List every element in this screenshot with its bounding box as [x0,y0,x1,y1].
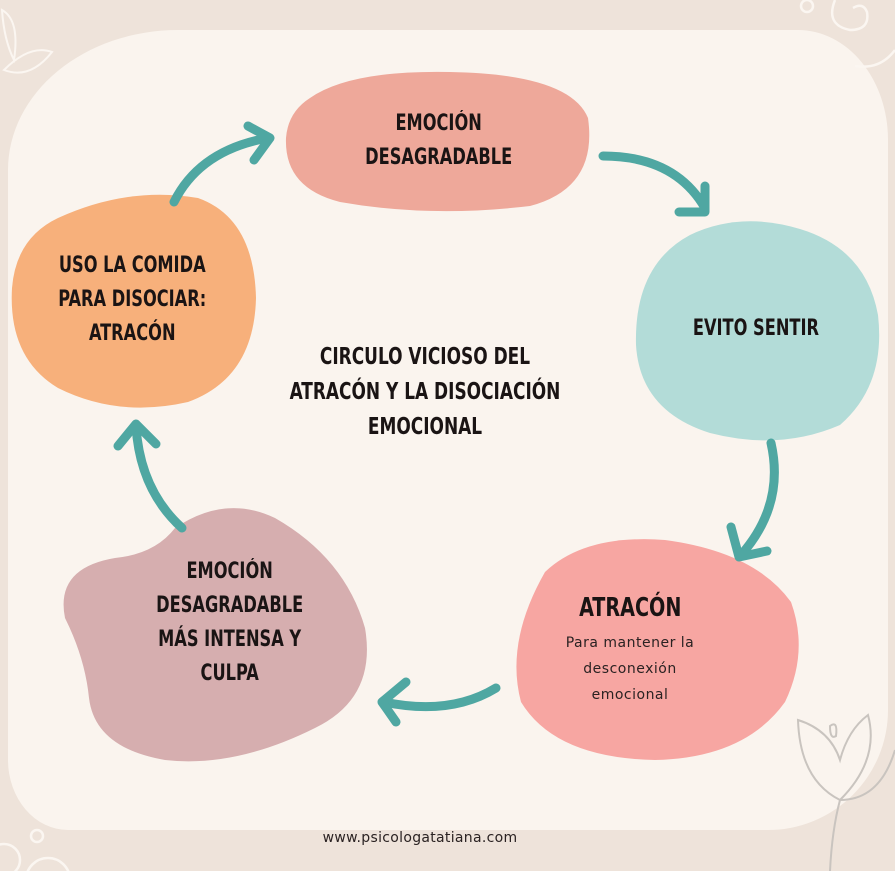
node-label: ATRACÓN [578,593,682,623]
arrow-culpa-to-uso-icon [113,419,187,533]
blob-shape [635,221,880,441]
node-uso-comida: USO LA COMIDA PARA DISOCIAR: ATRACÓN [8,188,256,412]
node-emocion-intensa-culpa: EMOCIÓN DESAGRADABLE MÁS INTENSA Y CULPA [55,498,375,778]
arrow-emocion-to-evito-icon [598,151,710,217]
node-emocion-desagradable: EMOCIÓN DESAGRADABLE [280,68,598,214]
blob-shape [516,539,799,760]
node-label: EMOCIÓN DESAGRADABLE [365,111,513,170]
node-atracon: ATRACÓN Para mantener la desconexión emo… [505,532,805,762]
leaf-outline-decoration-icon [0,8,54,74]
tulip-line-art-icon [796,713,895,871]
footer-url: www.psicologatatiana.com [322,830,518,846]
circles-decoration-icon [0,828,70,871]
node-sublabel: Para mantener la desconexión emocional [565,635,695,703]
node-evito-sentir: EVITO SENTIR [630,215,882,443]
blob-shape [63,508,367,762]
node-content: ATRACÓN Para mantener la desconexión emo… [566,586,695,708]
arrow-evito-to-atracon-icon [726,438,779,562]
diagram-title: CIRCULO VICIOSO DEL ATRACÓN Y LA DISOCIA… [289,344,561,440]
arrow-atracon-to-culpa-icon [377,677,501,727]
node-label: USO LA COMIDA PARA DISOCIAR: ATRACÓN [57,253,206,346]
blob-shape [285,71,590,212]
node-label: EVITO SENTIR [692,316,820,341]
swirl-decoration-icon [799,0,895,68]
blob-shape [11,194,256,408]
arrow-uso-to-emocion-icon [169,121,275,207]
node-label: EMOCIÓN DESAGRADABLE MÁS INTENSA Y CULPA [156,559,304,686]
